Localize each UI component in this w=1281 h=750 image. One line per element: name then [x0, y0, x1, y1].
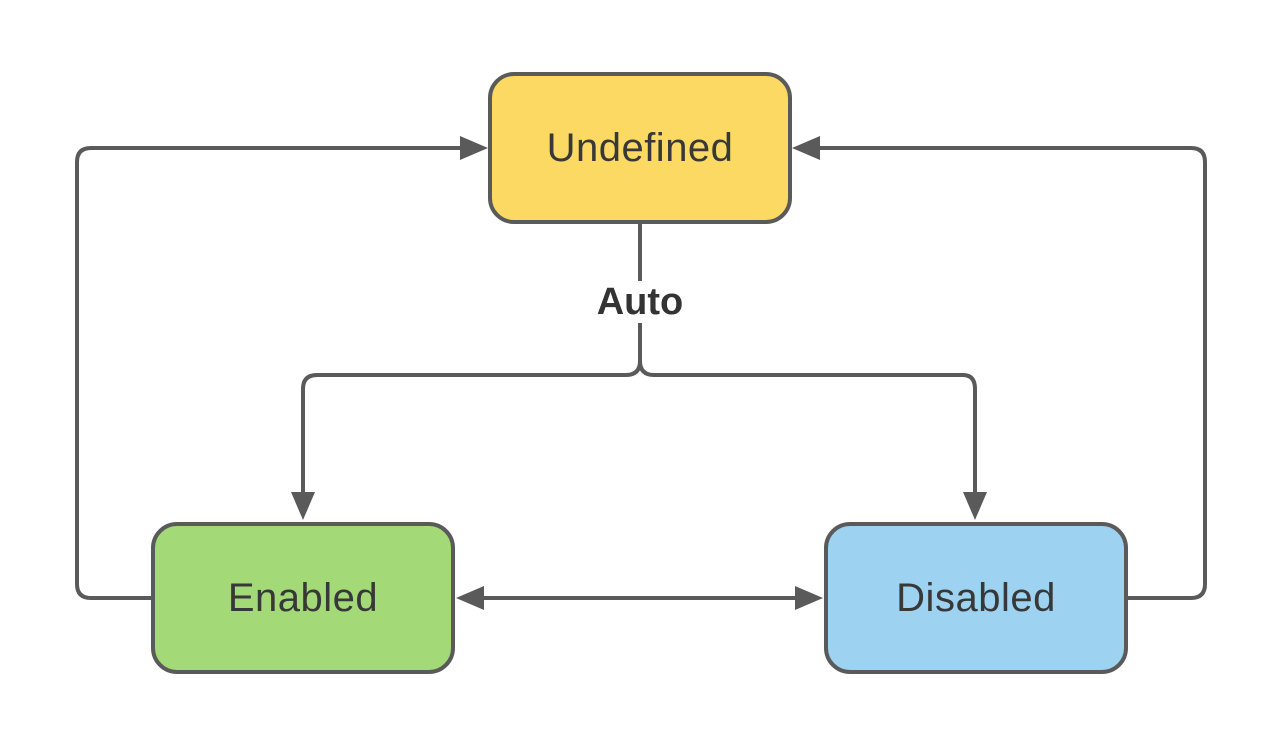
- state-node-label: Undefined: [546, 125, 734, 170]
- arrowhead-icon: [460, 136, 488, 160]
- edge-enabled-to-undefined[interactable]: [75, 136, 488, 600]
- edge-line: [820, 146, 1207, 600]
- arrowhead-icon: [795, 586, 823, 610]
- edge-enabled-disabled-bidirectional[interactable]: [456, 586, 823, 610]
- arrowhead-icon: [963, 492, 987, 520]
- edge-disabled-to-undefined[interactable]: [792, 136, 1207, 600]
- state-node-label: Disabled: [896, 575, 1056, 620]
- arrowhead-icon: [792, 136, 820, 160]
- state-node-enabled[interactable]: Enabled: [151, 522, 455, 674]
- edge-branch-right: [638, 323, 977, 492]
- edge-branch-left: [301, 323, 642, 492]
- state-node-label: Enabled: [227, 575, 379, 620]
- state-node-disabled[interactable]: Disabled: [824, 522, 1128, 674]
- edge-label-auto[interactable]: Auto: [596, 280, 684, 323]
- state-node-undefined[interactable]: Undefined: [488, 72, 792, 224]
- arrowhead-icon: [456, 586, 484, 610]
- edge-undefined-auto-branch[interactable]: [291, 224, 987, 520]
- arrowhead-icon: [291, 492, 315, 520]
- edge-line: [75, 146, 460, 600]
